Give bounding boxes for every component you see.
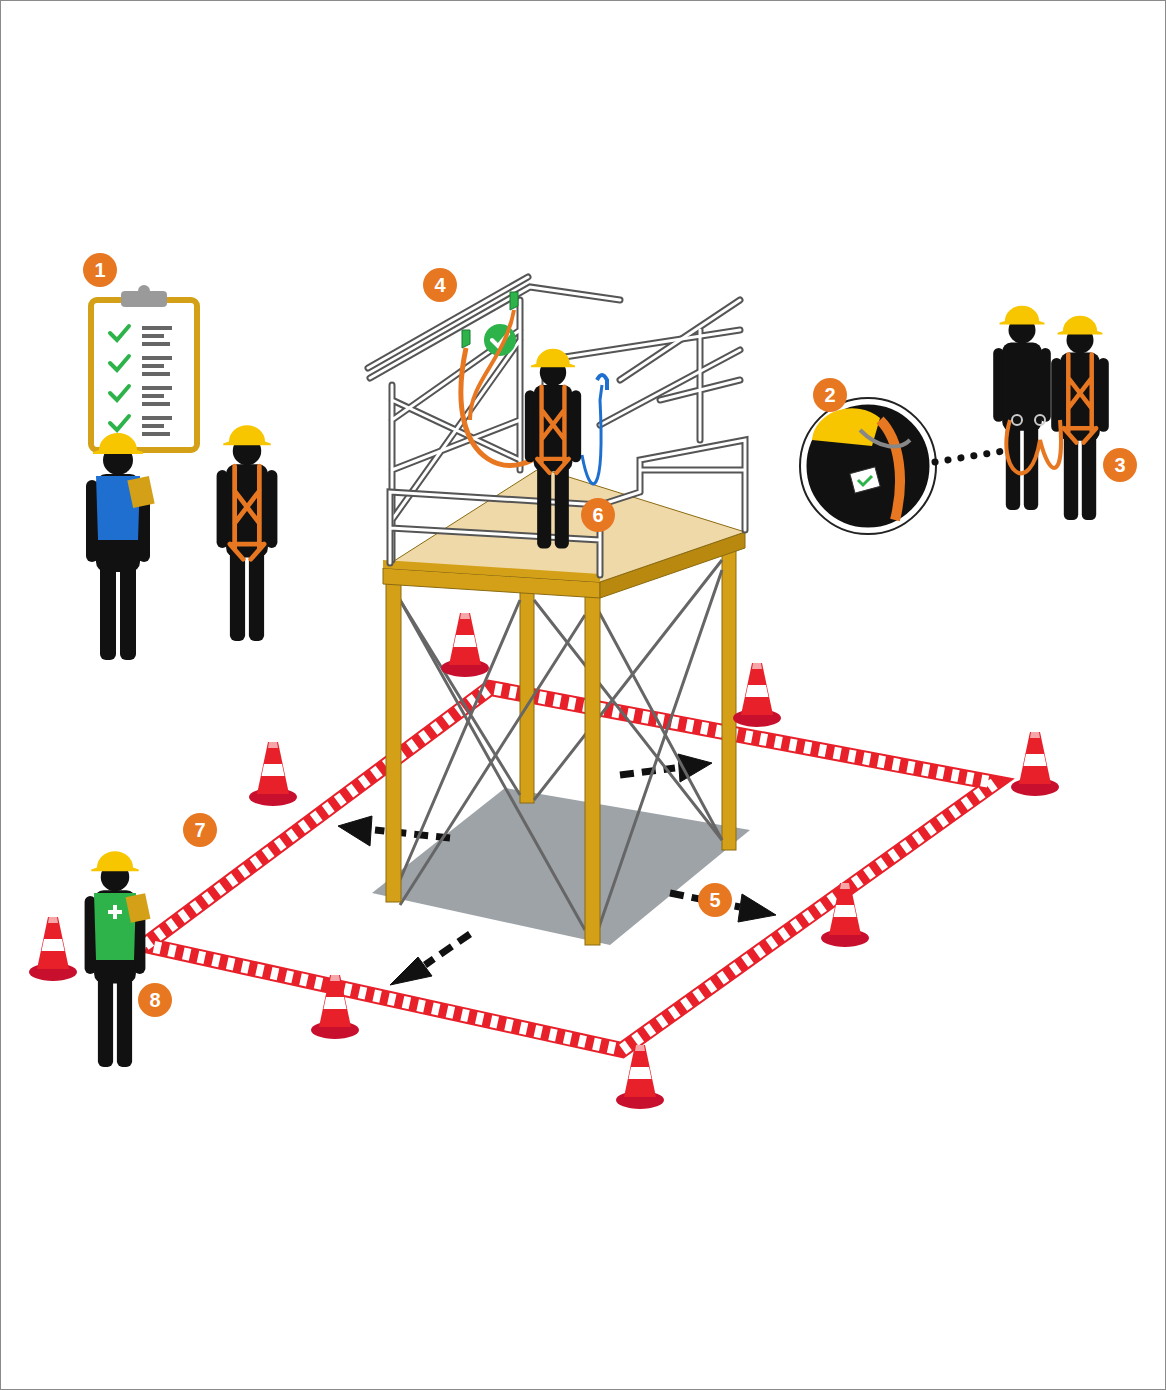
spare-lanyard xyxy=(582,385,602,484)
harness-inspection-zoom xyxy=(850,467,880,493)
guard-rail xyxy=(390,300,745,575)
buddy-check-pair xyxy=(993,306,1051,510)
callout-number: 6 xyxy=(581,498,615,532)
traffic-cones xyxy=(249,742,297,806)
anchor-frame xyxy=(368,277,620,560)
callout-number: 1 xyxy=(83,253,117,287)
lanyard-hook xyxy=(597,375,607,390)
checklist-clipboard xyxy=(110,326,129,430)
anchor-frame xyxy=(368,277,620,560)
harness-inspection-zoom xyxy=(935,450,1010,462)
rescue-attendant xyxy=(85,851,151,1067)
harnessed-worker xyxy=(217,425,278,641)
callout-number: 7 xyxy=(183,813,217,847)
anchor-points xyxy=(510,292,518,310)
traffic-cones xyxy=(733,663,781,727)
harness-inspection-zoom xyxy=(860,430,910,447)
barrier-zone xyxy=(145,688,995,1050)
guard-rail xyxy=(600,440,745,530)
anchor-frame xyxy=(368,277,620,560)
anchor-frame xyxy=(392,300,520,560)
traffic-cones xyxy=(441,613,489,677)
scaffold-platform xyxy=(722,548,736,850)
scaffold-platform xyxy=(386,582,401,902)
rescue-attendant xyxy=(85,851,146,1067)
supervisor xyxy=(127,476,154,508)
supervisor xyxy=(86,433,155,660)
callout-number: 2 xyxy=(813,378,847,412)
callout-number: 5 xyxy=(698,883,732,917)
harness-inspection-zoom xyxy=(800,398,1010,534)
guard-rail xyxy=(390,300,745,575)
rescue-attendant xyxy=(126,893,151,923)
checklist-clipboard xyxy=(91,300,197,450)
scaffold-platform xyxy=(383,560,600,582)
guard-rail xyxy=(600,440,745,530)
harnessed-worker xyxy=(217,425,278,641)
buddy-check-pair xyxy=(1006,420,1061,473)
buddy-check-pair xyxy=(993,306,1109,520)
traffic-cones xyxy=(821,883,869,947)
harness-inspection-zoom xyxy=(800,398,936,534)
traffic-cones xyxy=(311,975,359,1039)
buddy-check-pair xyxy=(1064,354,1096,442)
worker-at-height xyxy=(537,387,569,473)
checklist-clipboard xyxy=(138,285,150,297)
barrier-zone xyxy=(145,688,995,1050)
harness-inspection-zoom xyxy=(880,420,900,520)
supervisor xyxy=(86,433,150,660)
guard-rail xyxy=(600,300,740,425)
scaffold-platform xyxy=(534,560,722,840)
callout-number: 4 xyxy=(423,268,457,302)
buddy-check-pair xyxy=(1051,316,1109,520)
anchor-frame xyxy=(392,300,520,560)
guard-rail xyxy=(390,300,745,575)
guard-rail xyxy=(600,300,740,425)
worker-at-height xyxy=(525,349,581,549)
scaffold-platform xyxy=(400,600,585,930)
harness-inspection-zoom xyxy=(804,402,932,530)
checklist-clipboard xyxy=(91,285,197,450)
scaffold-platform xyxy=(585,595,600,945)
buddy-check-pair xyxy=(1035,415,1045,425)
exclusion-arrows xyxy=(390,957,432,985)
harness-inspection-zoom xyxy=(858,476,872,485)
barrier-zone xyxy=(145,688,995,1050)
worker-at-height xyxy=(525,349,581,549)
scaffold-platform xyxy=(400,600,520,880)
traffic-cones xyxy=(29,613,1059,1109)
traffic-cones xyxy=(616,1045,664,1109)
traffic-cones xyxy=(1011,732,1059,796)
checklist-clipboard xyxy=(142,328,172,434)
exclusion-arrows xyxy=(738,894,776,922)
lanyard xyxy=(470,310,514,420)
buddy-check-pair xyxy=(1012,415,1022,425)
barrier-zone xyxy=(145,688,995,1050)
harnessed-worker xyxy=(230,466,264,559)
scaffold-platform xyxy=(598,570,722,930)
callout-number: 8 xyxy=(138,983,172,1017)
rescue-attendant xyxy=(108,905,122,919)
scaffold-platform xyxy=(400,560,722,930)
exclusion-arrows xyxy=(425,934,470,965)
anchor-points xyxy=(462,330,470,348)
exclusion-arrows xyxy=(338,816,372,846)
traffic-cones xyxy=(29,917,77,981)
callout-number: 3 xyxy=(1103,448,1137,482)
scaffold-platform xyxy=(520,585,534,803)
